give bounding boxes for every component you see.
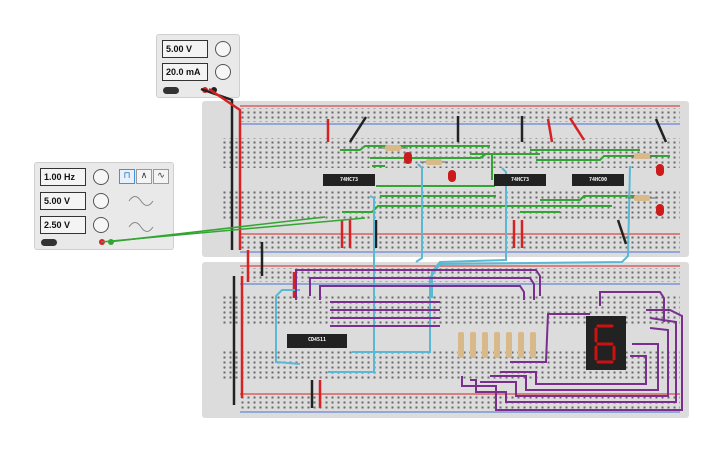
offset-knob[interactable] [93, 217, 109, 233]
square-wave-icon[interactable]: ⊓ [119, 169, 135, 184]
power-switch[interactable] [163, 87, 179, 94]
generator-wires [100, 216, 366, 243]
current-knob[interactable] [215, 64, 231, 80]
ic-74hc00: 74HC00 [572, 174, 624, 186]
ic-74hc73-2: 74HC73 [494, 174, 546, 186]
frequency-knob[interactable] [93, 169, 109, 185]
bottom-bottom-rail-holes [240, 396, 680, 410]
seven-segment-display [586, 316, 626, 370]
purple-wires [295, 269, 683, 411]
amplitude-readout: 5.00 V [40, 192, 86, 210]
amplitude-wave-icon [128, 196, 154, 206]
generator-switch[interactable] [41, 239, 57, 246]
offset-wave-icon [128, 222, 154, 232]
frequency-readout: 1.00 Hz [40, 168, 86, 186]
resistor-bank [458, 332, 536, 358]
negative-terminal[interactable] [211, 87, 217, 93]
top-upper-holes [222, 138, 680, 168]
function-generator: 1.00 Hz 5.00 V 2.50 V ⊓ ∧ ∿ [34, 162, 174, 250]
voltage-knob[interactable] [215, 41, 231, 57]
amplitude-knob[interactable] [93, 193, 109, 209]
leds [404, 152, 664, 216]
sine-wave-icon[interactable]: ∿ [153, 169, 169, 184]
triangle-wave-icon[interactable]: ∧ [136, 169, 152, 184]
top-resistors [378, 145, 658, 201]
offset-readout: 2.50 V [40, 216, 86, 234]
top-rail-holes [240, 108, 680, 122]
power-wires [200, 87, 668, 408]
ic-74hc73-1: 74HC73 [323, 174, 375, 186]
voltage-readout: 5.00 V [162, 40, 208, 58]
power-supply: 5.00 V 20.0 mA [156, 34, 240, 98]
current-readout: 20.0 mA [162, 63, 208, 81]
ic-cd4511: CD4511 [287, 334, 347, 348]
top-bottom-rail-holes [240, 236, 680, 250]
rail-stripes [240, 105, 680, 413]
